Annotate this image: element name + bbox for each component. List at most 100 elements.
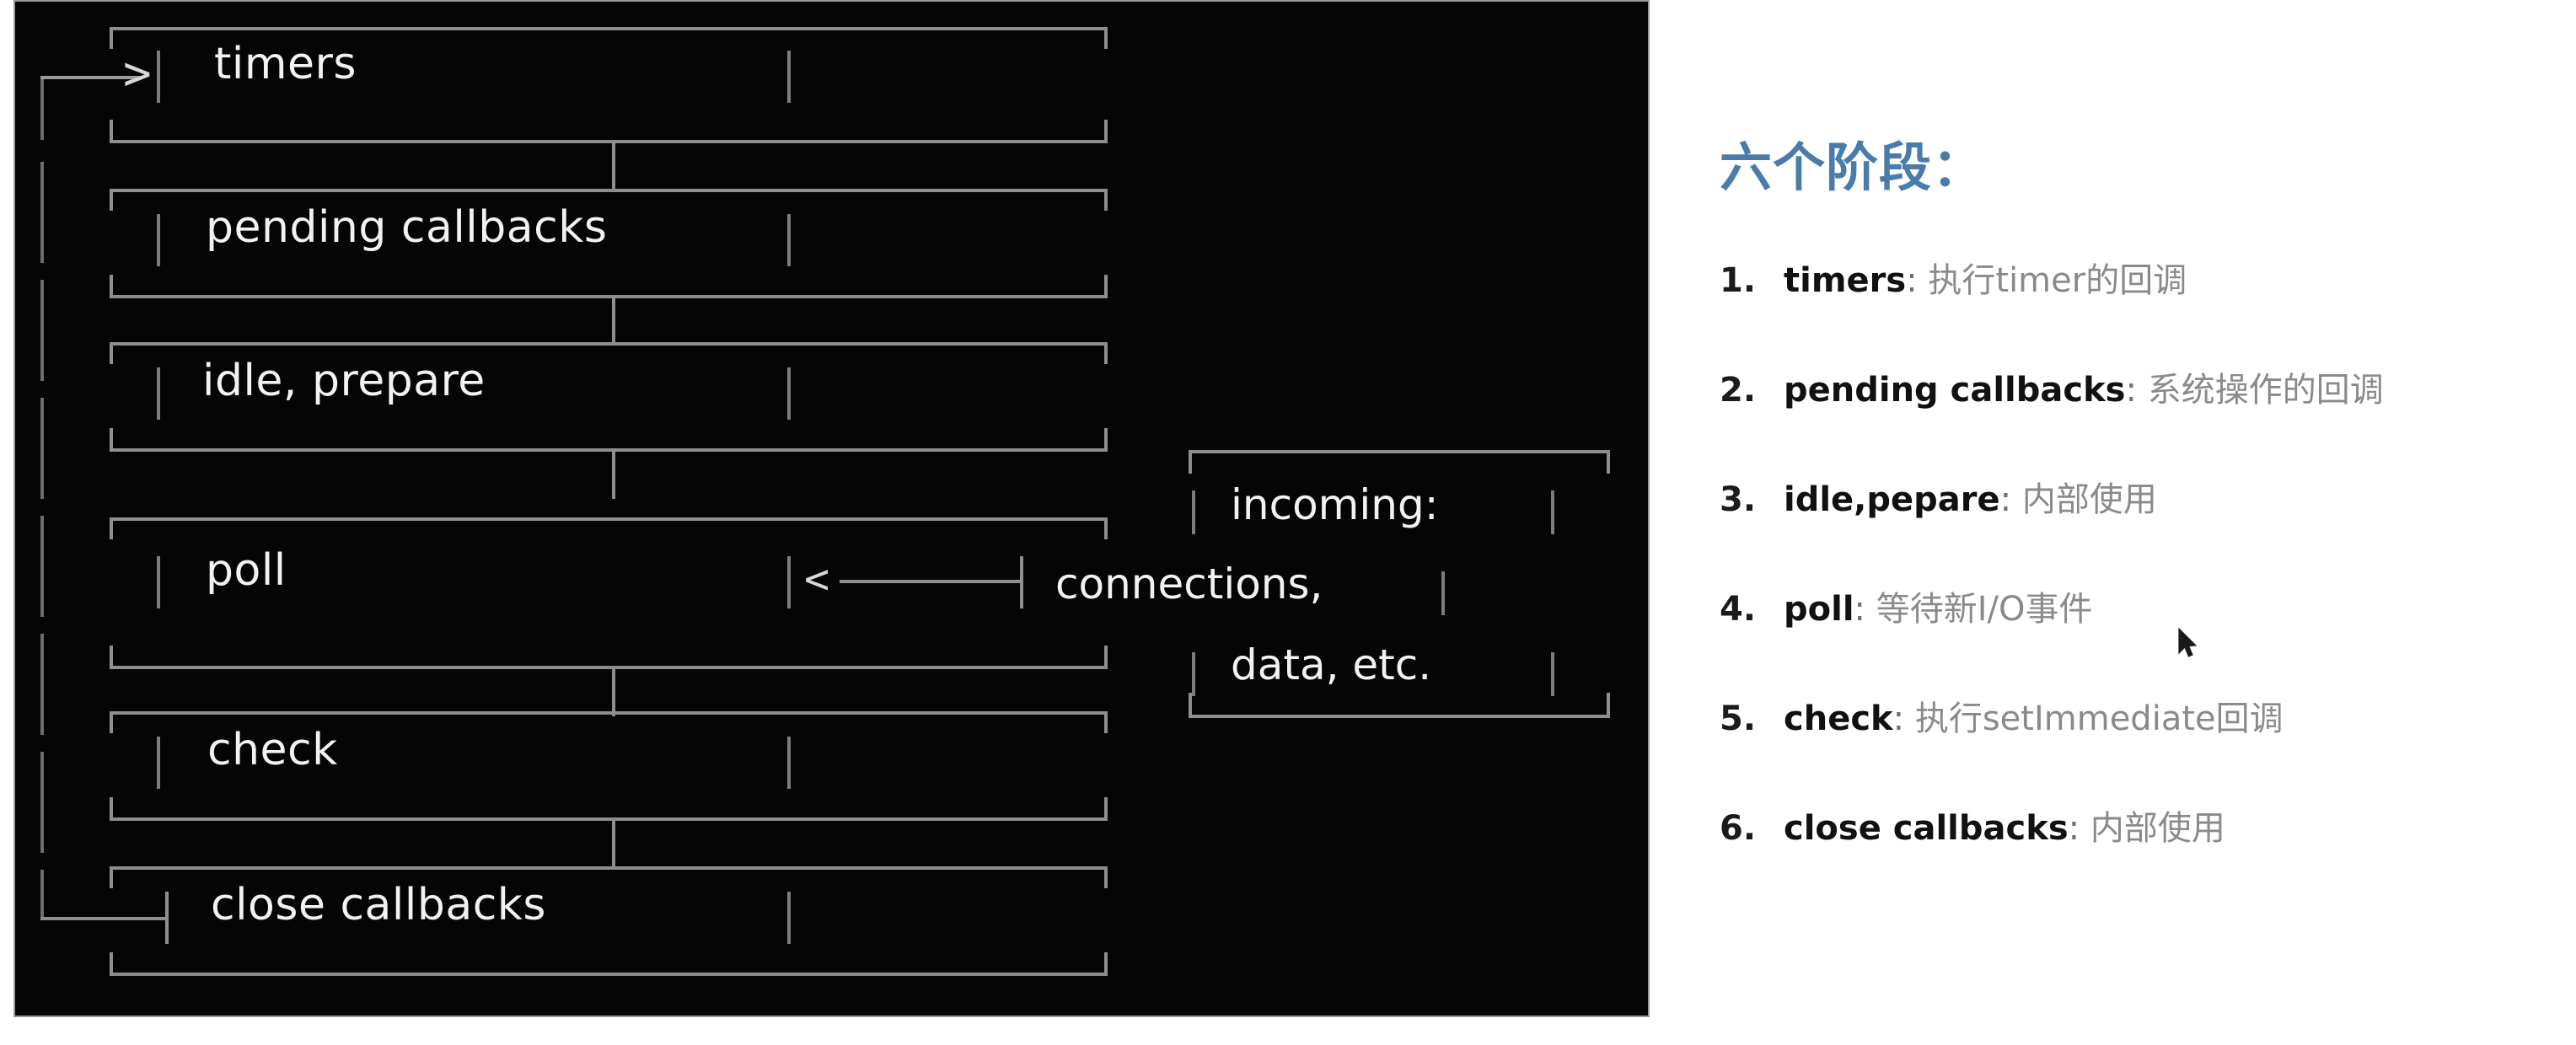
- box-corner-top-left: [110, 189, 113, 211]
- incoming-box-left-pipe: [1192, 652, 1195, 696]
- phase-label-check: check: [207, 725, 338, 775]
- box-corner-bottom-right: [1104, 797, 1108, 819]
- note-colon: :: [1999, 480, 2012, 519]
- note-item-close-callbacks: 6.close callbacks: 内部使用: [1720, 801, 2225, 849]
- incoming-box-line-1: incoming:: [1231, 480, 1439, 529]
- box-top-border: [110, 27, 1108, 30]
- box-right-pipe: [787, 214, 791, 266]
- incoming-box-line-2: connections,: [1055, 560, 1323, 608]
- box-corner-bottom-right: [1104, 275, 1108, 297]
- box-right-pipe: [787, 737, 791, 789]
- note-number: 3.: [1720, 480, 1757, 519]
- note-number: 1.: [1720, 261, 1757, 300]
- box-corner-top-right: [1104, 866, 1108, 888]
- box-corner-top-right: [1104, 711, 1108, 733]
- box-left-pipe: [157, 367, 160, 420]
- loop-spine-segment: [40, 398, 44, 499]
- box-corner-bottom-left: [110, 797, 113, 819]
- entry-arrow-line: [40, 76, 140, 79]
- phase-box-close-callbacks[interactable]: close callbacks: [15, 2, 1648, 1016]
- box-bottom-border: [110, 973, 1108, 976]
- note-number: 5.: [1720, 699, 1757, 738]
- note-number: 2.: [1720, 371, 1757, 410]
- box-bottom-border: [110, 295, 1108, 298]
- loop-spine-segment: [40, 76, 44, 140]
- note-term: pending callbacks: [1784, 371, 2126, 410]
- phase-label-idle-prepare: idle, prepare: [202, 356, 486, 406]
- phase-box-check[interactable]: check: [15, 2, 1648, 878]
- box-corner-bottom-right: [1104, 646, 1108, 667]
- box-corner-bottom-right: [1104, 952, 1108, 974]
- note-term: check: [1784, 699, 1893, 738]
- loop-return-line: [40, 917, 169, 920]
- box-left-pipe: [157, 214, 160, 266]
- box-right-pipe: [787, 556, 791, 608]
- box-corner-top-left: [110, 342, 113, 364]
- incoming-connections-box[interactable]: incoming: connections, data, etc.: [15, 2, 1648, 1016]
- box-corner-top-right: [1104, 189, 1108, 211]
- box-corner-top-left: [110, 866, 113, 888]
- box-corner-top-right: [1104, 342, 1108, 364]
- box-left-pipe: [157, 51, 160, 103]
- notes-heading: 六个阶段：: [1720, 137, 1986, 198]
- phase-label-poll: poll: [206, 545, 287, 596]
- box-bottom-border: [110, 140, 1108, 143]
- poll-incoming-connector-line: [840, 580, 1023, 583]
- box-corner-bottom-right: [1104, 428, 1108, 450]
- note-description: 执行timer的回调: [1928, 261, 2187, 300]
- box-top-border: [110, 711, 1108, 715]
- incoming-box-corner-top-left: [1189, 450, 1192, 474]
- phase-box-timers[interactable]: timers: [15, 2, 1648, 190]
- box-corner-bottom-left: [110, 646, 113, 667]
- note-colon: :: [1906, 261, 1918, 300]
- box-corner-top-left: [110, 27, 113, 49]
- mouse-pointer-icon: [2178, 628, 2198, 657]
- note-term: idle,pepare: [1784, 480, 2000, 519]
- note-colon: :: [1854, 590, 1866, 629]
- entry-arrow-head-icon: >: [123, 46, 152, 101]
- box-corner-bottom-right: [1104, 120, 1108, 142]
- box-corner-top-left: [110, 711, 113, 733]
- box-top-border: [110, 517, 1108, 521]
- incoming-box-top-border: [1189, 450, 1610, 453]
- note-number: 6.: [1720, 809, 1757, 848]
- box-connector-down: [612, 819, 615, 868]
- phase-box-pending-callbacks[interactable]: pending callbacks: [15, 2, 1648, 346]
- note-item-timers: 1. timers: 执行timer的回调: [1720, 253, 2187, 302]
- incoming-box-corner-top-right: [1607, 450, 1610, 474]
- notes-panel: 六个阶段： 1. timers: 执行timer的回调 2. pending cal…: [1677, 0, 2576, 1045]
- phase-box-poll[interactable]: poll: [15, 2, 1648, 716]
- loop-spine-segment: [40, 516, 44, 617]
- phase-label-close-callbacks: close callbacks: [211, 880, 546, 930]
- note-colon: :: [1892, 699, 1905, 738]
- note-item-poll: 4.poll: 等待新I/O事件: [1720, 581, 2093, 630]
- note-colon: :: [2068, 809, 2080, 848]
- note-item-idle-pepare: 3. idle,pepare: 内部使用: [1720, 472, 2157, 521]
- note-description: 内部使用: [2021, 480, 2157, 519]
- phase-box-idle-prepare[interactable]: idle, prepare: [15, 2, 1648, 507]
- note-term: poll: [1784, 590, 1854, 629]
- incoming-box-right-pipe: [1441, 571, 1445, 615]
- box-left-pipe: [157, 556, 160, 608]
- loop-return-elbow: [40, 870, 44, 920]
- loop-return-tick: [165, 892, 169, 944]
- loop-spine-segment: [40, 162, 44, 263]
- box-top-border: [110, 342, 1108, 346]
- box-bottom-border: [110, 817, 1108, 821]
- note-number: 4.: [1720, 590, 1757, 629]
- note-term: timers: [1784, 261, 1907, 300]
- box-top-border: [110, 866, 1108, 870]
- box-right-pipe: [787, 367, 791, 420]
- box-connector-down: [612, 667, 615, 716]
- box-top-border: [110, 189, 1108, 192]
- note-colon: :: [2125, 371, 2137, 410]
- event-loop-diagram-panel: > timers pending callbacks idle,: [15, 2, 1648, 1016]
- note-item-pending-callbacks: 2.pending callbacks: 系统操作的回调: [1720, 362, 2384, 411]
- box-bottom-border: [110, 666, 1108, 669]
- box-corner-bottom-left: [110, 428, 113, 450]
- incoming-box-corner-bottom-left: [1189, 693, 1192, 716]
- incoming-box-right-pipe: [1551, 490, 1554, 534]
- box-corner-bottom-left: [110, 275, 113, 297]
- box-corner-bottom-left: [110, 120, 113, 142]
- box-connector-down: [612, 450, 615, 499]
